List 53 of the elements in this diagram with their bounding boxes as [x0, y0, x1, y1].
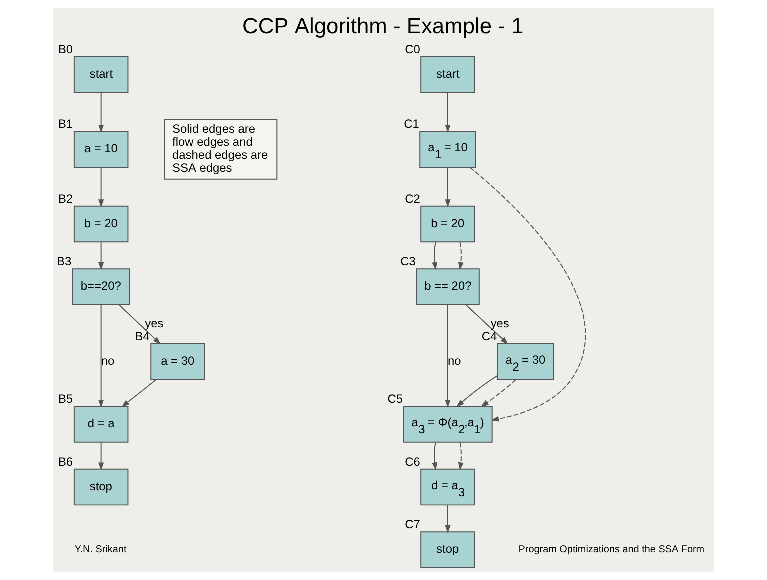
- arrow: [122, 379, 157, 408]
- edge-label: yes: [490, 316, 510, 330]
- edge-label: yes: [145, 316, 164, 330]
- arrow: [445, 304, 451, 408]
- node-box: a = 30: [150, 343, 206, 380]
- arrow: [98, 92, 104, 133]
- arrow: [98, 242, 104, 270]
- node-label: C4: [482, 329, 498, 344]
- node-box: stop: [74, 468, 129, 506]
- node-box: a = 10: [74, 131, 129, 168]
- node-label: C7: [405, 518, 420, 532]
- node-label: C3: [400, 254, 416, 269]
- label: Solid edges are flow edges and dashed edges are SSA edges: [172, 122, 268, 176]
- node-label: C1: [404, 117, 420, 132]
- arrow: [119, 304, 162, 345]
- node-box: b = 20: [74, 206, 129, 243]
- node-label: C5: [388, 392, 403, 406]
- edge-label: no: [101, 354, 115, 368]
- arrow: [458, 442, 464, 471]
- node-box: stop: [420, 532, 476, 568]
- node-box: d = a: [74, 406, 129, 443]
- arrow: [445, 167, 451, 208]
- node-box: b = 20: [420, 206, 476, 243]
- arrow: [98, 442, 104, 471]
- label: Y.N. Srikant: [74, 544, 127, 556]
- arrow: [470, 167, 586, 422]
- node-label: B6: [58, 454, 74, 469]
- arrow: [445, 92, 451, 133]
- node-label: B2: [58, 192, 74, 206]
- arrow: [480, 379, 516, 408]
- node-box: b == 20?: [416, 268, 480, 306]
- arrow: [456, 375, 498, 408]
- node-label: B4: [135, 329, 150, 344]
- node-label: C2: [405, 192, 420, 206]
- node-label: C0: [405, 42, 420, 56]
- diagram-title: CCP Algorithm - Example - 1: [242, 14, 524, 39]
- node-box: start: [74, 56, 129, 94]
- arrow: [432, 242, 438, 270]
- label: Program Optimizations and the SSA Form: [518, 544, 705, 556]
- edge-label: no: [448, 354, 462, 368]
- arrow: [98, 167, 104, 208]
- arrow: [432, 442, 438, 471]
- node-label: B1: [58, 117, 74, 132]
- node-box: b==20?: [72, 268, 130, 306]
- node-box: start: [420, 56, 476, 94]
- node-label: C6: [405, 454, 420, 469]
- arrow: [458, 242, 464, 270]
- arrow: [466, 304, 509, 345]
- node-label: B0: [58, 42, 74, 56]
- node-label: B5: [58, 392, 74, 406]
- arrow: [445, 505, 451, 534]
- node-label: B3: [56, 254, 72, 269]
- arrow: [98, 304, 104, 408]
